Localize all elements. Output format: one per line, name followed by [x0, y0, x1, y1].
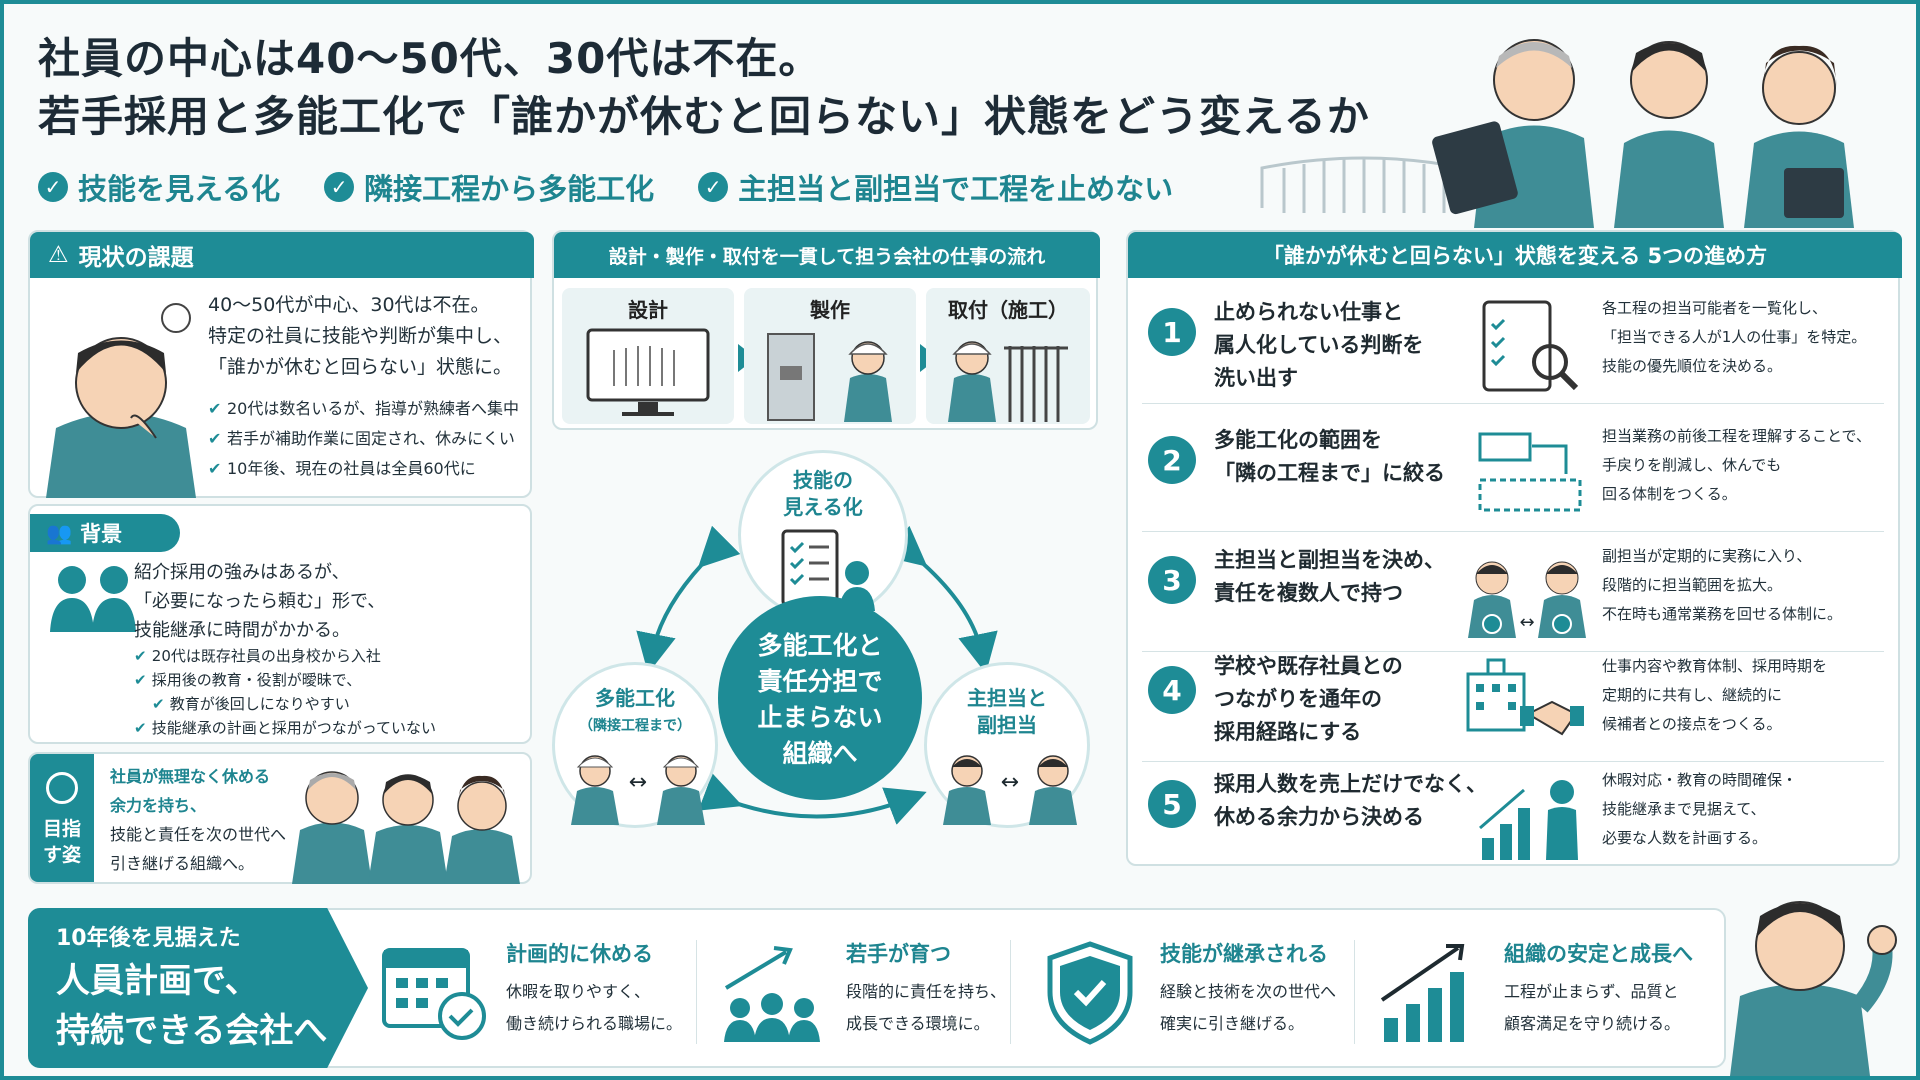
group-icon [50, 566, 136, 632]
svg-text:↔: ↔ [1001, 770, 1019, 795]
goal-label: 目指す姿 [30, 754, 94, 882]
two-workers-icon: ↔ [571, 755, 705, 825]
two-staff-icon: ↔ [943, 755, 1077, 825]
step-item: 5 採用人数を売上だけでなく、休める余力から決める 休暇対応・教育の時間確保・技… [1142, 760, 1884, 876]
flow-step-design: 設計 [562, 288, 734, 424]
clipboard-search-icon [1482, 300, 1579, 392]
monitor-icon [586, 328, 710, 416]
background-list: 20代は既存社員の出身校から入社 採用後の教育・役割が曖昧で、 教育が後回しにな… [134, 644, 524, 740]
list-item: 10年後、現在の社員は全員60代に [208, 454, 528, 484]
issues-text: 40〜50代が中心、30代は不在。特定の社員に技能や判断が集中し、「誰かが休むと… [208, 294, 513, 378]
cycle-visualization: 技能の見える化 [738, 450, 908, 620]
background-card: 👥背景 紹介採用の強みはあるが、「必要になったら頼む」形で、技能継承に時間がかか… [28, 504, 532, 744]
list-item: 採用後の教育・役割が曖昧で、 [134, 668, 524, 692]
list-item: 20代は既存社員の出身校から入社 [134, 644, 524, 668]
list-item: 若手が補助作業に固定され、休みにくい [208, 424, 528, 454]
cycle-main-sub: 主担当と副担当 ↔ [924, 662, 1090, 828]
list-item: 20代は数名いるが、指導が熟練者へ集中 [208, 394, 528, 424]
growing-team-icon [724, 946, 820, 1042]
step-item: 3 主担当と副担当を決め、責任を複数人で持つ ↔ 副担当が定期的に実務に入り、段… [1142, 536, 1884, 652]
separator [1354, 940, 1355, 1044]
goal-text: 社員が無理なく休める余力を持ち、 技能と責任を次の世代へ引き継げる組織へ。 [110, 767, 287, 873]
svg-text:↔: ↔ [629, 770, 647, 795]
goal-card: 目指す姿 社員が無理なく休める余力を持ち、 技能と責任を次の世代へ引き継げる組織… [28, 752, 532, 884]
worried-worker-icon [46, 303, 196, 498]
background-heading: 👥背景 [30, 514, 180, 552]
shared-responsibility-icon: ↔ [1468, 561, 1586, 638]
key-points: ✓技能を見える化 ✓隣接工程から多能工化 ✓主担当と副担当で工程を止めない [38, 166, 1173, 208]
installer-gate-icon [948, 341, 1068, 422]
page-title: 社員の中心は40〜50代、30代は不在。 若手採用と多能工化で「誰かが休むと回ら… [38, 34, 1370, 141]
flow-step-fabrication: 製作 [744, 288, 916, 424]
check-icon: ✓ [38, 172, 68, 202]
check-icon: ✓ [698, 172, 729, 202]
cycle-arrows [636, 525, 998, 825]
svg-text:↔: ↔ [1519, 612, 1534, 633]
process-flow-icon [1478, 432, 1582, 512]
list-item: 教育が後回しになりやすい [134, 692, 524, 716]
people-icon: 👥 [46, 520, 73, 545]
team-illustration [292, 771, 520, 884]
steps-heading: 「誰かが休むと回らない」状態を変える 5つの進め方 [1128, 232, 1902, 278]
key-point: ✓隣接工程から多能工化 [324, 166, 654, 208]
issues-heading: ⚠現状の課題 [30, 232, 534, 278]
shield-check-icon [1047, 941, 1133, 1045]
key-point: ✓主担当と副担当で工程を止めない [698, 166, 1173, 208]
calendar-check-icon [382, 948, 486, 1040]
list-item: 技能継承の計画と採用がつながっていない [134, 716, 524, 740]
machine-worker-icon [767, 333, 892, 422]
cycle-center: 多能工化と責任分担で止まらない組織へ [718, 596, 922, 800]
step-item: 4 学校や既存社員とのつながりを通年の採用経路にする 仕事内容や教育体制、採用時… [1142, 646, 1884, 762]
workflow-card: 設計・製作・取付を一貫して担う会社の仕事の流れ 設計 製作 取付（施工） [552, 230, 1100, 430]
workers-illustration [1260, 39, 1854, 228]
growth-person-icon [1479, 780, 1578, 860]
flow-step-installation: 取付（施工） [926, 288, 1090, 424]
check-icon: ✓ [324, 172, 355, 202]
step-item: 1 止められない仕事と属人化している判断を洗い出す 各工程の担当可能者を一覧化し… [1142, 288, 1884, 404]
cheering-worker-illustration [1730, 901, 1897, 1076]
target-icon [46, 772, 78, 804]
step-item: 2 多能工化の範囲を「隣の工程まで」に絞る 担当業務の前後工程を理解することで、… [1142, 416, 1884, 532]
cycle-multiskill: 多能工化 （隣接工程まで） ↔ [552, 662, 718, 828]
key-point: ✓技能を見える化 [38, 166, 280, 208]
checklist-person-icon [781, 529, 875, 611]
workflow-heading: 設計・製作・取付を一貫して担う会社の仕事の流れ [554, 232, 1100, 278]
warning-icon: ⚠ [48, 242, 69, 268]
issues-card: ⚠現状の課題 40〜50代が中心、30代は不在。特定の社員に技能や判断が集中し、… [28, 230, 534, 498]
school-handshake-icon [1466, 658, 1584, 736]
bar-growth-icon [1380, 944, 1465, 1042]
background-text: 紹介採用の強みはあるが、「必要になったら頼む」形で、技能継承に時間がかかる。 [134, 562, 386, 641]
issues-list: 20代は数名いるが、指導が熟練者へ集中 若手が補助作業に固定され、休みにくい 1… [208, 394, 528, 484]
bottom-lead: 10年後を見据えた 人員計画で、持続できる会社へ [28, 908, 368, 1068]
separator [1010, 940, 1011, 1044]
separator [696, 940, 697, 1044]
